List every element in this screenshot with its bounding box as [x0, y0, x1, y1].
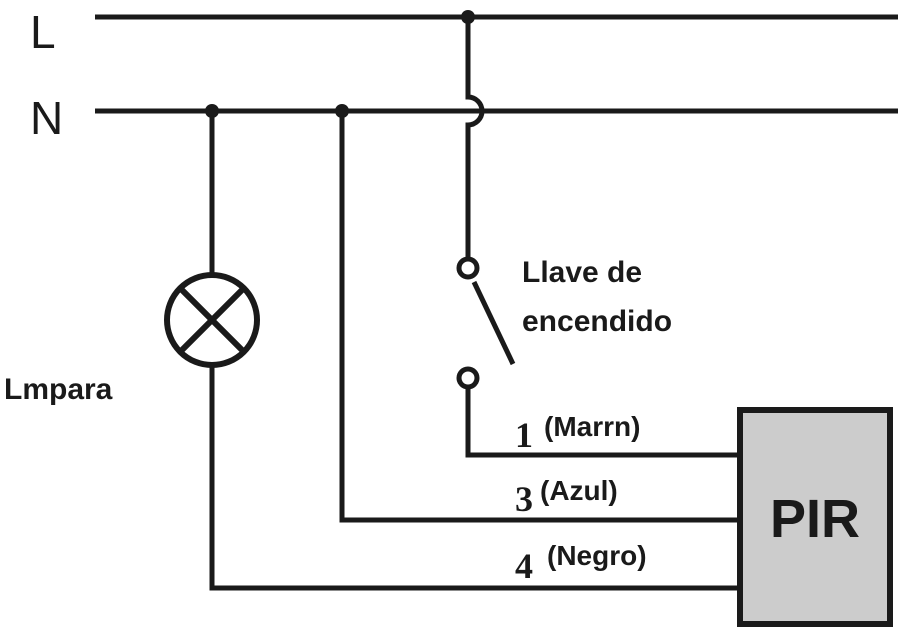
- wire-number-1: 1: [515, 415, 533, 455]
- neutral-to-pir-wire: [339, 111, 738, 523]
- lamp-icon: [164, 272, 260, 368]
- switch-label-line2: encendido: [522, 305, 672, 338]
- lamp-label: Lmpara: [4, 373, 113, 406]
- switch-top-terminal: [456, 256, 480, 280]
- live-label: L: [30, 6, 56, 58]
- neutral-label: N: [30, 92, 63, 144]
- wire-label-black: (Negro): [547, 540, 647, 571]
- junction-dot: [205, 104, 219, 118]
- wire-number-3: 3: [515, 479, 533, 519]
- pir-sensor-box: [737, 407, 893, 627]
- pir-label: PIR: [770, 489, 860, 549]
- switch-lever: [471, 280, 516, 366]
- wire-number-4: 4: [515, 546, 533, 586]
- switch-label-line1: Llave de: [522, 256, 642, 289]
- switch-bottom-terminal: [456, 366, 480, 390]
- switch-feed-wire: [465, 17, 485, 258]
- switch-to-pir-wire: [465, 388, 738, 458]
- junction-dot: [461, 10, 475, 24]
- lamp-to-pir-wire: [209, 364, 738, 591]
- wire-label-blue: (Azul): [540, 475, 618, 506]
- junction-dot: [335, 104, 349, 118]
- wire-label-brown: (Marrn): [544, 411, 640, 442]
